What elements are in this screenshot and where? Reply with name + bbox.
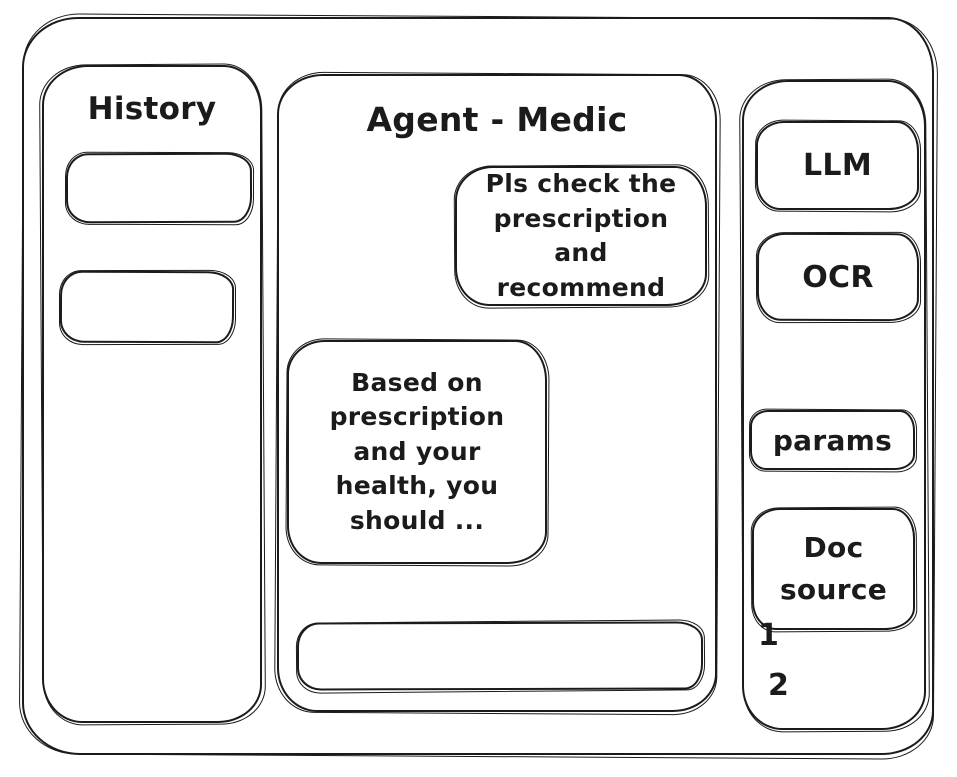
history-item[interactable] — [65, 152, 253, 224]
params-button[interactable]: params — [750, 410, 915, 470]
tools-sidebar: LLM OCR params Doc source 1 2 — [742, 80, 926, 730]
page-title: Agent - Medic — [366, 100, 628, 139]
app-window: History Agent - Medic Pls check the pres… — [22, 17, 934, 755]
doc-source-list-item[interactable]: 1 — [758, 618, 780, 653]
doc-source-list-item[interactable]: 2 — [768, 668, 790, 703]
chat-input[interactable] — [312, 627, 688, 685]
user-message-bubble: Pls check the prescription and recommend — [455, 166, 707, 306]
history-sidebar: History — [42, 65, 262, 723]
history-title: History — [87, 91, 217, 127]
doc-source-button[interactable]: Doc source — [752, 508, 915, 630]
assistant-message-bubble: Based on prescription and your health, y… — [287, 340, 547, 564]
chat-input-bar — [296, 621, 704, 691]
chat-panel: Agent - Medic Pls check the prescription… — [277, 74, 717, 712]
ocr-button[interactable]: OCR — [756, 232, 920, 322]
history-item[interactable] — [59, 270, 235, 344]
llm-button[interactable]: LLM — [756, 121, 919, 210]
